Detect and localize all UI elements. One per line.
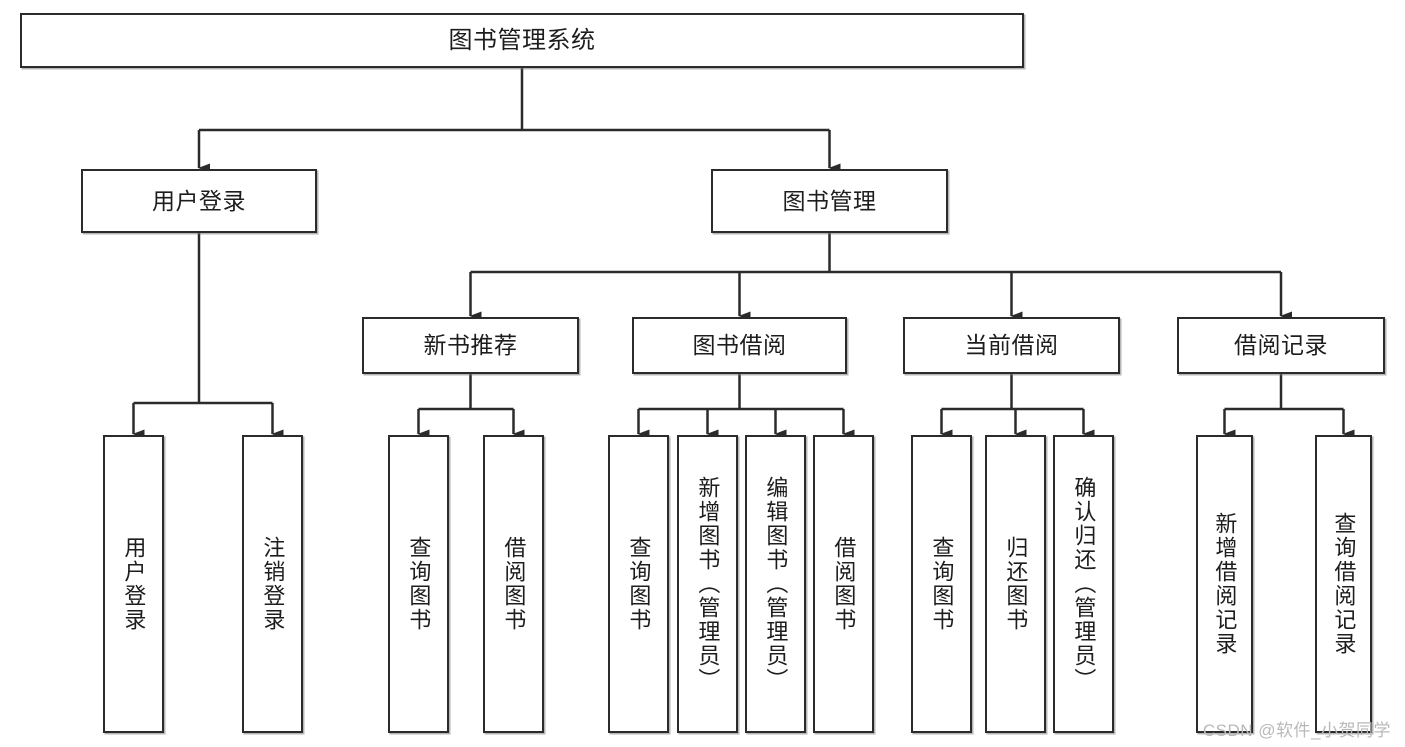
node-label: 归还图书 — [1003, 536, 1029, 632]
node-label: 用户登录 — [121, 536, 147, 632]
node-leaf_9[interactable]: 归还图书 — [985, 435, 1046, 733]
node-leaf_6[interactable]: 编辑图书（管理员） — [745, 435, 806, 733]
node-l3_0[interactable]: 新书推荐 — [362, 317, 579, 374]
node-label: 图书管理 — [782, 187, 877, 214]
node-label: 图书管理系统 — [448, 26, 596, 54]
node-l2_1[interactable]: 图书管理 — [711, 169, 948, 233]
node-leaf_5[interactable]: 新增图书（管理员） — [677, 435, 738, 733]
node-label: 编辑图书（管理员） — [763, 476, 789, 692]
node-label: 图书借阅 — [692, 332, 787, 359]
node-label: 用户登录 — [152, 187, 246, 214]
node-label: 查询图书 — [406, 536, 432, 632]
node-label: 查询图书 — [929, 536, 955, 632]
node-l3_2[interactable]: 当前借阅 — [903, 317, 1120, 374]
node-label: 当前借阅 — [964, 332, 1059, 359]
node-label: 借阅图书 — [831, 536, 857, 632]
node-l3_3[interactable]: 借阅记录 — [1177, 317, 1385, 374]
node-label: 借阅记录 — [1234, 332, 1328, 359]
node-leaf_0[interactable]: 用户登录 — [103, 435, 164, 733]
node-label: 新增图书（管理员） — [695, 476, 721, 692]
node-leaf_1[interactable]: 注销登录 — [242, 435, 303, 733]
node-root[interactable]: 图书管理系统 — [20, 13, 1024, 68]
node-leaf_11[interactable]: 新增借阅记录 — [1196, 435, 1253, 733]
node-label: 注销登录 — [260, 536, 286, 632]
node-label: 新书推荐 — [423, 332, 518, 359]
node-label: 查询图书 — [626, 536, 652, 632]
node-l3_1[interactable]: 图书借阅 — [632, 317, 847, 374]
node-leaf_7[interactable]: 借阅图书 — [813, 435, 874, 733]
node-l2_0[interactable]: 用户登录 — [81, 169, 317, 233]
node-leaf_10[interactable]: 确认归还（管理员） — [1053, 435, 1114, 733]
node-label: 确认归还（管理员） — [1071, 476, 1097, 692]
edge-lines — [132, 68, 1355, 439]
node-label: 查询借阅记录 — [1331, 512, 1357, 656]
node-leaf_8[interactable]: 查询图书 — [911, 435, 972, 733]
node-leaf_2[interactable]: 查询图书 — [388, 435, 449, 733]
node-label: 新增借阅记录 — [1212, 512, 1238, 656]
node-leaf_3[interactable]: 借阅图书 — [483, 435, 544, 733]
node-leaf_4[interactable]: 查询图书 — [608, 435, 669, 733]
node-label: 借阅图书 — [501, 536, 527, 632]
node-leaf_12[interactable]: 查询借阅记录 — [1315, 435, 1372, 733]
